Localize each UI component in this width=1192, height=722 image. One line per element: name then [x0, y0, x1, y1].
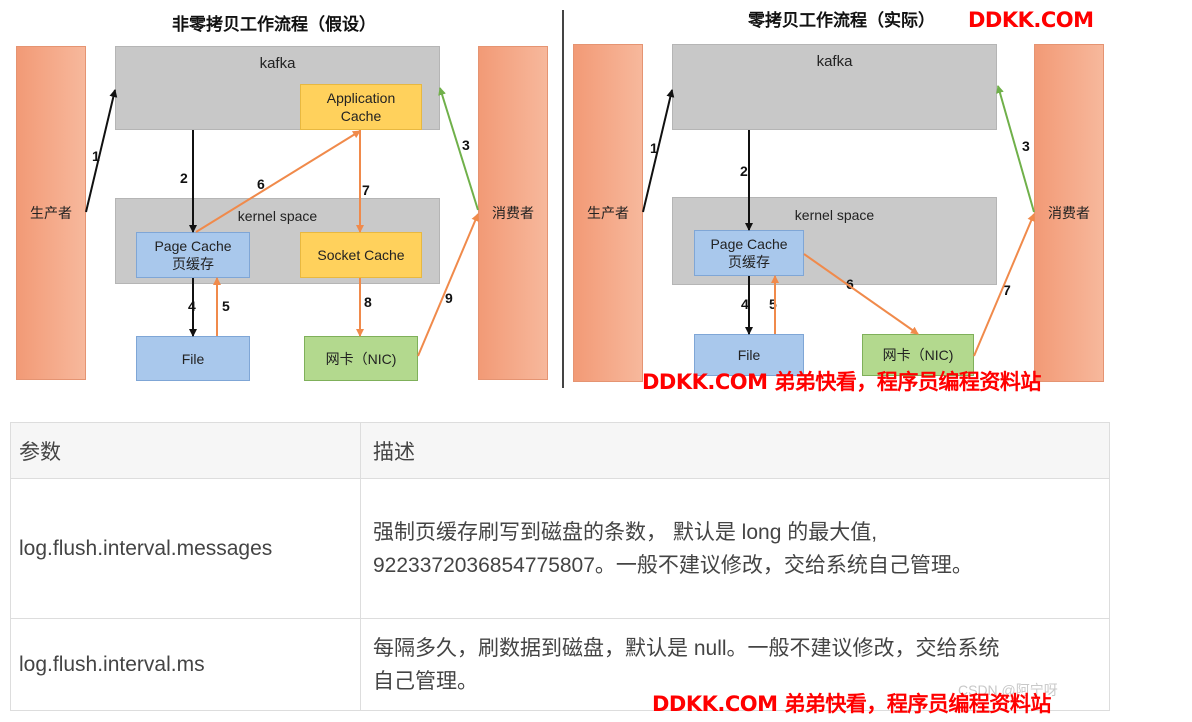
right-arrow-3 — [996, 85, 1035, 213]
table-row: log.flush.interval.messages 强制页缓存刷写到磁盘的条… — [10, 478, 1110, 619]
table-cell-desc: 强制页缓存刷写到磁盘的条数， 默认是 long 的最大值, 9223372036… — [360, 478, 1110, 619]
left-kafka-label: kafka — [259, 55, 296, 72]
left-arrow-1 — [85, 89, 118, 213]
left-step-2: 2 — [180, 170, 188, 186]
left-step-9: 9 — [445, 290, 453, 306]
watermark-bottom: DDKK.COM 弟弟快看，程序员编程资料站 — [652, 692, 1051, 716]
right-step-3: 3 — [1022, 138, 1030, 154]
left-arrow-3 — [438, 87, 479, 211]
right-diagram-title: 零拷贝工作流程（实际） — [748, 11, 935, 31]
left-page-cache-line1: Page Cache — [154, 238, 232, 254]
right-kafka-box: kafka — [672, 44, 997, 130]
left-step-1: 1 — [92, 148, 100, 164]
right-producer-box: 生产者 — [573, 44, 643, 382]
right-page-cache-line2: 页缓存 — [728, 254, 770, 270]
left-step-4: 4 — [188, 298, 196, 314]
left-page-cache-line2: 页缓存 — [172, 256, 214, 272]
right-consumer-label: 消费者 — [1048, 205, 1090, 221]
table-header-param: 参数 — [10, 422, 361, 479]
right-step-7: 7 — [1003, 282, 1011, 298]
watermark-mid: DDKK.COM 弟弟快看，程序员编程资料站 — [642, 370, 1041, 394]
right-producer-label: 生产者 — [587, 205, 629, 221]
left-app-cache-box: Application Cache — [300, 84, 422, 130]
left-app-cache-line2: Cache — [340, 108, 382, 124]
left-socket-cache-box: Socket Cache — [300, 232, 422, 278]
right-step-6: 6 — [846, 276, 854, 292]
table-cell-desc-line: 强制页缓存刷写到磁盘的条数， 默认是 long 的最大值, — [373, 520, 878, 544]
left-producer-label: 生产者 — [30, 205, 72, 221]
left-step-6: 6 — [257, 176, 265, 192]
left-file-box: File — [136, 336, 250, 381]
left-arrow-9 — [417, 213, 479, 357]
left-producer-box: 生产者 — [16, 46, 86, 380]
table-cell-param: log.flush.interval.ms — [10, 618, 361, 711]
right-kafka-label: kafka — [816, 53, 853, 70]
diagram-divider — [562, 10, 564, 388]
right-nic-label: 网卡（NIC) — [882, 347, 954, 363]
right-page-cache-line1: Page Cache — [710, 236, 788, 252]
table-cell-desc-line: 每隔多久，刷数据到磁盘，默认是 null。一般不建议修改，交给系统 — [373, 636, 1000, 660]
right-page-cache-box: Page Cache 页缓存 — [694, 230, 804, 276]
right-nic-box: 网卡（NIC) — [862, 334, 974, 376]
left-kernel-label: kernel space — [237, 208, 318, 224]
right-arrow-1 — [642, 89, 675, 213]
left-step-8: 8 — [364, 294, 372, 310]
left-nic-label: 网卡（NIC) — [325, 350, 397, 367]
left-arrow-6 — [195, 130, 361, 233]
right-step-4: 4 — [741, 296, 749, 312]
right-arrow-6 — [803, 253, 919, 335]
param-table: 参数 描述 log.flush.interval.messages 强制页缓存刷… — [10, 422, 1110, 711]
left-diagram-title: 非零拷贝工作流程（假设） — [172, 15, 376, 35]
left-socket-cache-label: Socket Cache — [317, 247, 405, 263]
table-cell-desc: 每隔多久，刷数据到磁盘，默认是 null。一般不建议修改，交给系统 自己管理。 — [360, 618, 1110, 711]
csdn-watermark: CSDN @阿宁呀 — [958, 682, 1058, 698]
watermark-top-right: DDKK.COM — [968, 8, 1094, 32]
table-header-row: 参数 描述 — [10, 422, 1110, 479]
right-file-box: File — [694, 334, 804, 376]
left-step-7: 7 — [362, 182, 370, 198]
flow-arrows — [85, 85, 1035, 357]
right-step-1: 1 — [650, 140, 658, 156]
table-cell-desc-line: 9223372036854775807。一般不建议修改，交给系统自己管理。 — [373, 553, 973, 577]
table-row: log.flush.interval.ms 每隔多久，刷数据到磁盘，默认是 nu… — [10, 618, 1110, 711]
right-step-2: 2 — [740, 163, 748, 179]
table-cell-desc-line: 自己管理。 — [373, 669, 478, 693]
left-step-5: 5 — [222, 298, 230, 314]
table-cell-param: log.flush.interval.messages — [10, 478, 361, 619]
right-kernel-label: kernel space — [794, 207, 875, 223]
right-arrow-7 — [973, 213, 1035, 357]
left-step-3: 3 — [462, 137, 470, 153]
right-step-5: 5 — [769, 296, 777, 312]
left-consumer-box: 消费者 — [478, 46, 548, 380]
right-consumer-box: 消费者 — [1034, 44, 1104, 382]
left-app-cache-line1: Application — [326, 90, 396, 106]
left-file-label: File — [181, 350, 205, 367]
left-consumer-label: 消费者 — [492, 205, 534, 221]
right-file-label: File — [737, 347, 761, 363]
left-page-cache-box: Page Cache 页缓存 — [136, 232, 250, 278]
table-header-desc: 描述 — [360, 422, 1110, 479]
